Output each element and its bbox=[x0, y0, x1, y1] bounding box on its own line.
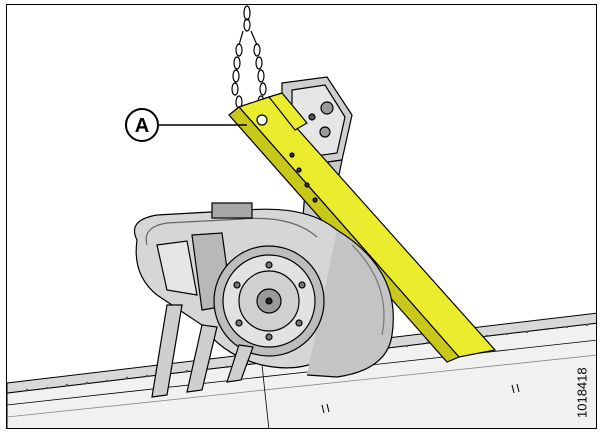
callout-a: A bbox=[125, 108, 247, 142]
callout-label: A bbox=[135, 115, 149, 137]
lifting-chain bbox=[231, 5, 267, 109]
figure-number: 1018418 bbox=[575, 367, 590, 418]
support-legs bbox=[151, 304, 254, 398]
drive-pulley bbox=[213, 245, 325, 357]
illustration-frame: A 1018418 bbox=[6, 4, 597, 429]
technical-illustration: A bbox=[7, 5, 596, 428]
